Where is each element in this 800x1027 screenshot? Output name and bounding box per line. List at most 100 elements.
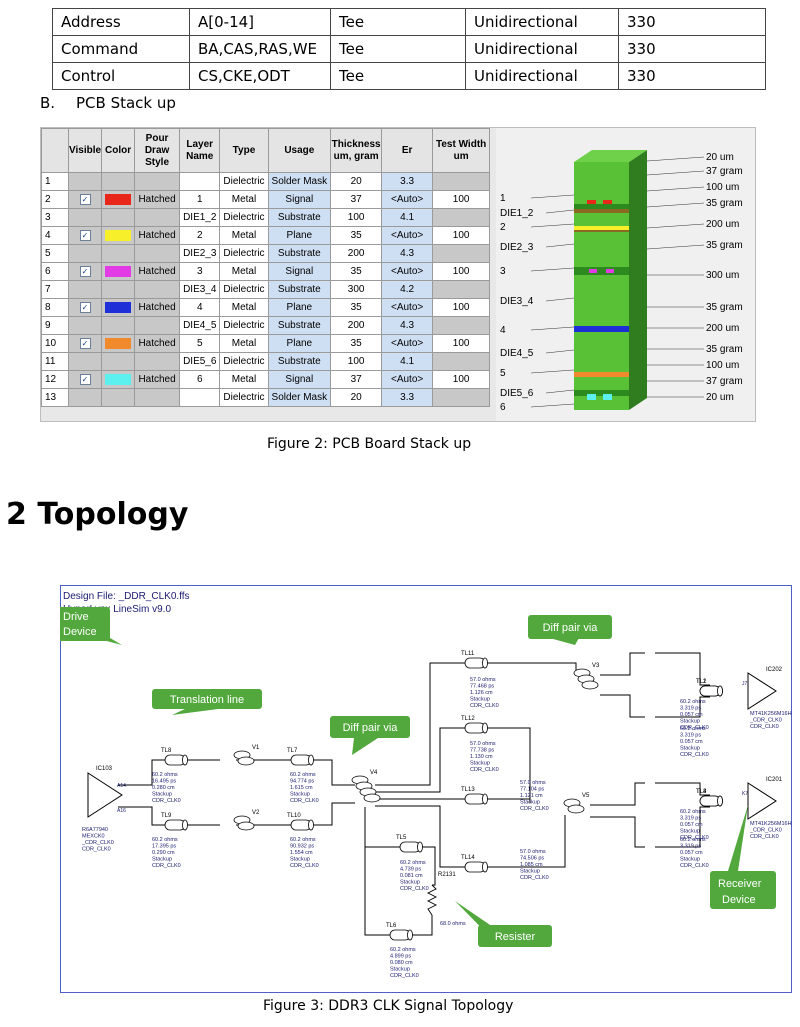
stackup-cell-er[interactable]: 4.2 (381, 280, 434, 299)
stackup-cell-type[interactable]: Dielectric (219, 352, 269, 371)
stackup-cell-th[interactable]: 100 (330, 352, 383, 371)
stackup-cell-name[interactable] (179, 172, 221, 191)
stackup-cell-type[interactable]: Metal (219, 334, 269, 353)
tline-body[interactable] (464, 657, 486, 669)
tline-body[interactable] (164, 819, 186, 831)
stackup-cell-color[interactable] (101, 316, 136, 335)
stackup-cell-er[interactable]: 4.1 (381, 352, 434, 371)
stackup-cell-n[interactable]: 12 (41, 370, 69, 389)
stackup-cell-er[interactable]: 4.3 (381, 244, 434, 263)
stackup-cell-vis[interactable]: ✓ (67, 262, 103, 281)
visible-checkbox[interactable]: ✓ (79, 230, 91, 241)
stackup-cell-tw[interactable] (432, 316, 491, 335)
stackup-cell-color[interactable] (101, 190, 136, 209)
stackup-cell-usage[interactable]: Substrate (267, 208, 332, 227)
stackup-cell-color[interactable] (101, 244, 136, 263)
stackup-cell-tw[interactable] (432, 352, 491, 371)
layer-color-swatch[interactable] (105, 193, 132, 205)
stackup-cell-pour[interactable] (134, 316, 181, 335)
stackup-cell-pour[interactable] (134, 352, 181, 371)
stackup-cell-tw[interactable]: 100 (432, 298, 491, 317)
stackup-cell-tw[interactable]: 100 (432, 190, 491, 209)
stackup-cell-type[interactable]: Dielectric (219, 280, 269, 299)
stackup-cell-type[interactable]: Dielectric (219, 244, 269, 263)
stackup-cell-vis[interactable] (67, 352, 103, 371)
stackup-cell-color[interactable] (101, 352, 136, 371)
via-v3[interactable]: V3 (573, 663, 600, 690)
tline-body[interactable] (290, 754, 312, 766)
stackup-cell-pour[interactable] (134, 388, 181, 407)
tline-body[interactable] (164, 754, 186, 766)
stackup-cell-type[interactable]: Metal (219, 226, 269, 245)
stackup-cell-vis[interactable]: ✓ (67, 226, 103, 245)
stackup-cell-usage[interactable]: Solder Mask (267, 388, 332, 407)
stackup-cell-th[interactable]: 20 (330, 388, 383, 407)
stackup-cell-name[interactable]: 6 (179, 370, 221, 389)
stackup-cell-usage[interactable]: Signal (267, 262, 332, 281)
stackup-cell-n[interactable]: 9 (41, 316, 69, 335)
stackup-cell-n[interactable]: 1 (41, 172, 69, 191)
resistor-zigzag[interactable] (426, 884, 438, 916)
tline-body[interactable] (699, 685, 721, 697)
stackup-cell-pour[interactable]: Hatched (134, 334, 181, 353)
stackup-cell-er[interactable]: 3.3 (381, 172, 434, 191)
stackup-cell-th[interactable]: 35 (330, 298, 383, 317)
stackup-cell-vis[interactable] (67, 280, 103, 299)
layer-color-swatch[interactable] (105, 229, 132, 241)
stackup-cell-color[interactable] (101, 388, 136, 407)
visible-checkbox[interactable]: ✓ (79, 338, 91, 349)
stackup-cell-name[interactable]: DIE5_6 (179, 352, 221, 371)
stackup-cell-er[interactable]: <Auto> (381, 334, 434, 353)
stackup-cell-n[interactable]: 3 (41, 208, 69, 227)
visible-checkbox[interactable]: ✓ (79, 266, 91, 277)
stackup-cell-pour[interactable] (134, 172, 181, 191)
receiver-triangle[interactable] (747, 672, 777, 710)
stackup-cell-usage[interactable]: Plane (267, 334, 332, 353)
visible-checkbox[interactable]: ✓ (79, 374, 91, 385)
stackup-cell-n[interactable]: 5 (41, 244, 69, 263)
layer-color-swatch[interactable] (105, 265, 132, 277)
stackup-cell-er[interactable]: <Auto> (381, 226, 434, 245)
stackup-cell-er[interactable]: <Auto> (381, 262, 434, 281)
driver-triangle[interactable] (87, 772, 123, 818)
stackup-cell-n[interactable]: 11 (41, 352, 69, 371)
stackup-cell-color[interactable] (101, 262, 136, 281)
tline-body[interactable] (464, 793, 486, 805)
stackup-cell-vis[interactable] (67, 316, 103, 335)
stackup-cell-usage[interactable]: Substrate (267, 316, 332, 335)
stackup-cell-vis[interactable] (67, 244, 103, 263)
stackup-cell-th[interactable]: 35 (330, 334, 383, 353)
stackup-cell-tw[interactable] (432, 244, 491, 263)
stackup-cell-pour[interactable]: Hatched (134, 226, 181, 245)
layer-color-swatch[interactable] (105, 337, 132, 349)
tline-body[interactable] (290, 819, 312, 831)
stackup-cell-usage[interactable]: Signal (267, 370, 332, 389)
stackup-cell-vis[interactable]: ✓ (67, 298, 103, 317)
stackup-cell-vis[interactable] (67, 388, 103, 407)
tline-body[interactable] (699, 795, 721, 807)
stackup-cell-pour[interactable]: Hatched (134, 370, 181, 389)
stackup-cell-er[interactable]: 4.1 (381, 208, 434, 227)
stackup-cell-th[interactable]: 35 (330, 226, 383, 245)
via-v2[interactable]: V2 (233, 810, 260, 831)
stackup-cell-th[interactable]: 37 (330, 370, 383, 389)
